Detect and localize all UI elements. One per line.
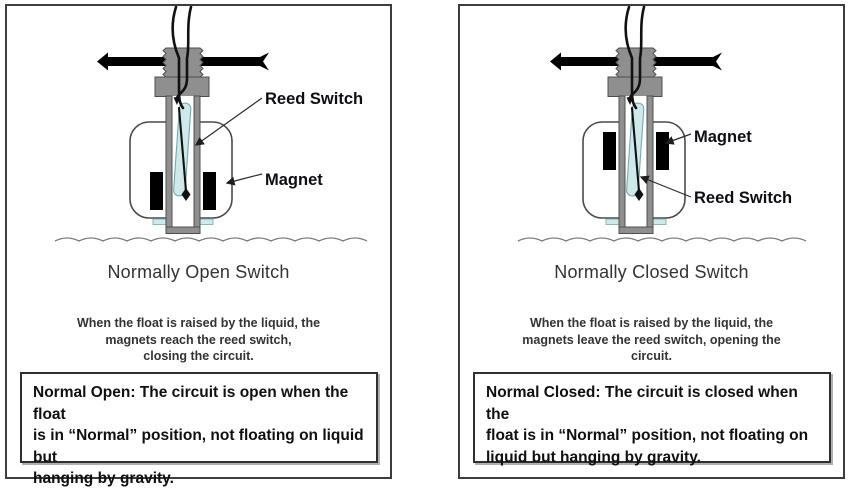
retaining-clip-right [652, 218, 667, 225]
lead-wires [624, 6, 646, 201]
magnet-right-block [203, 172, 216, 210]
diagram-description: When the float is raised by the liquid, … [76, 316, 321, 363]
magnet-callout: Magnet [225, 171, 323, 189]
float-switch-diagram-closed: Magnet Reed Switch [517, 6, 807, 242]
threaded-fitting [162, 47, 204, 78]
diagram-title: Normally Open Switch [107, 262, 290, 282]
reed-switch-callout: Reed Switch [639, 175, 792, 207]
diagram-description: When the float is raised by the liquid, … [522, 316, 781, 363]
reed-switch-label: Reed Switch [694, 189, 792, 207]
reed-switch-callout: Reed Switch [194, 90, 363, 146]
panel-normally-open: Reed Switch Magnet Normally Open Switch … [5, 4, 392, 487]
lead-wires [171, 6, 193, 201]
reed-switch-label: Reed Switch [265, 90, 363, 108]
retaining-clip-left [152, 218, 167, 225]
magnet-right-block [656, 132, 669, 170]
panel-normally-closed: Magnet Reed Switch Normally Closed Switc… [458, 4, 845, 479]
diagram-title: Normally Closed Switch [554, 262, 749, 282]
magnet-label: Magnet [694, 128, 752, 146]
magnet-left-block [603, 132, 616, 170]
threaded-fitting [615, 47, 657, 78]
note-box: Normal Closed: The circuit is closed whe… [473, 372, 831, 466]
float-switch-diagram-open: Reed Switch Magnet [54, 6, 368, 242]
magnet-label: Magnet [265, 171, 323, 189]
retaining-clip-left [605, 218, 620, 225]
retaining-clip-right [199, 218, 214, 225]
magnet-left-block [150, 172, 163, 210]
water-line [54, 237, 368, 242]
note-box: Normal Open: The circuit is open when th… [20, 372, 378, 487]
water-line [517, 237, 807, 242]
magnet-callout: Magnet [664, 128, 752, 146]
